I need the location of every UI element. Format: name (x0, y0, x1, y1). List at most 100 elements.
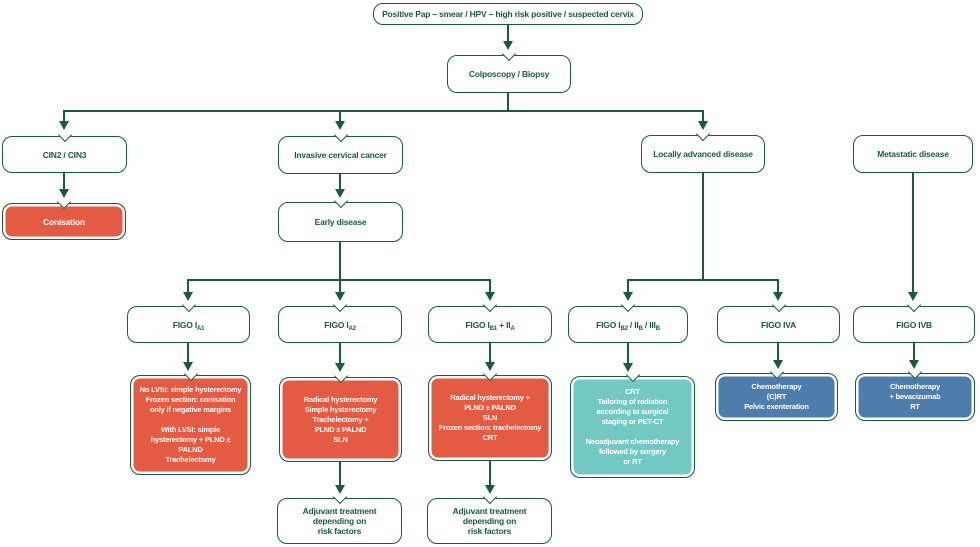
node-label: No LVSI: simple hysterectomy Frozen sect… (139, 385, 242, 464)
node-label: Invasive cervical cancer (294, 150, 387, 160)
node-label: FIGO IVB (896, 319, 932, 330)
flow-line (777, 279, 779, 293)
flow-line (187, 279, 189, 293)
node-label: Adjuvant treatment depending on risk fac… (302, 506, 377, 536)
label-subscript: B (638, 325, 643, 332)
node-figo-ivb: FIGO IVB (853, 297, 975, 343)
node-figo-ia2: FIGO IA2 (278, 297, 402, 343)
flow-line (339, 279, 341, 293)
arrow-down-icon (485, 485, 495, 494)
node-label: CIN2 / CIN3 (42, 149, 87, 160)
node-positive-pap: Positive Pap – smear / HPV – high risk p… (373, 3, 643, 25)
node-label: Colposcopy / Biopsy (468, 69, 550, 79)
node-cin2-cin3: CIN2 / CIN3 (2, 127, 127, 173)
flow-line (702, 173, 704, 281)
arrow-down-icon (335, 485, 345, 494)
node-figo-ib2-iib-iiib: FIGO IB2 / IIB / IIIB (568, 297, 688, 343)
arrow-down-icon (59, 121, 69, 130)
flow-line (339, 110, 341, 122)
node-label: Chemotherapy (C)RT Pelvic exenteration (744, 382, 809, 411)
notch (333, 127, 348, 143)
label-subscript: A2 (348, 325, 356, 332)
node-treatment-ia2: Radical hysterectomy Simple hysterectomy… (279, 368, 402, 462)
arrow-down-icon (59, 189, 69, 198)
flow-line (339, 174, 341, 190)
node-metastatic-disease: Metastatic disease (853, 135, 973, 173)
label-subscript: B1 (489, 325, 498, 332)
node-figo-iva: FIGO IVA (717, 297, 840, 343)
node-invasive-cervical-cancer: Invasive cervical cancer (278, 127, 403, 174)
flow-line (339, 462, 341, 486)
label-part: + II (497, 319, 511, 330)
node-label: Adjuvant treatment depending on risk fac… (452, 506, 527, 536)
node-label: Radical hysterectomy + PLND ± PALND SLN … (438, 393, 542, 442)
flow-line (187, 343, 189, 363)
node-treatment-crt: CRT Tailoring of radiation according to … (570, 367, 695, 478)
node-locally-advanced-disease: Locally advanced disease (641, 126, 765, 173)
arrow-down-icon (908, 292, 918, 301)
node-treatment-ia1: No LVSI: simple hysterectomy Frozen sect… (130, 366, 251, 475)
flow-line (627, 279, 629, 293)
node-conisation: Conisation (2, 194, 126, 240)
arrow-down-icon (335, 121, 345, 130)
label-subscript: A (510, 325, 515, 332)
node-colposcopy-biopsy: Colposcopy / Biopsy (447, 46, 571, 93)
arrow-down-icon (335, 189, 345, 198)
arrow-down-icon (773, 292, 783, 301)
flow-line (627, 343, 629, 364)
flow-line (507, 93, 509, 111)
label-subscript: B2 (620, 325, 628, 332)
arrow-down-icon (335, 363, 345, 372)
flow-line (489, 461, 491, 486)
notch (57, 127, 72, 143)
arrow-down-icon (909, 360, 919, 369)
arrow-down-icon (183, 292, 193, 301)
node-treatment-ib1-iia: Radical hysterectomy + PLND ± PALND SLN … (428, 366, 552, 461)
node-label: FIGO IB1 + IIA (462, 318, 517, 332)
label-part: FIGO I (465, 319, 490, 330)
arrow-down-icon (335, 292, 345, 301)
arrow-down-icon (698, 121, 708, 130)
node-treatment-iva: Chemotherapy (C)RT Pelvic exenteration (715, 364, 838, 421)
node-treatment-ivb: Chemotherapy + bevacizumab RT (855, 364, 975, 421)
node-early-disease: Early disease (278, 193, 403, 242)
arrow-down-icon (623, 363, 633, 372)
flow-line (63, 110, 65, 122)
label-subscript: B (655, 325, 660, 332)
node-label: FIGO IVA (760, 319, 797, 330)
node-label: CRT Tailoring of radiation according to … (585, 387, 680, 466)
label-part: FIGO I (596, 319, 621, 330)
arrow-down-icon (623, 292, 633, 301)
arrow-down-icon (503, 41, 513, 50)
arrow-down-icon (773, 360, 783, 369)
flow-line (63, 110, 704, 112)
flow-line (489, 279, 491, 293)
node-figo-ib1-iia: FIGO IB1 + IIA (428, 297, 552, 343)
flow-line (913, 343, 915, 361)
node-label: Positive Pap – smear / HPV – high risk p… (382, 9, 634, 19)
label-part: / II (627, 319, 639, 330)
node-label: Conisation (43, 216, 85, 227)
node-figo-ia1: FIGO IA1 (127, 297, 250, 343)
flow-line (628, 279, 779, 281)
arrow-down-icon (485, 362, 495, 371)
flow-line (339, 242, 341, 281)
arrow-down-icon (485, 292, 495, 301)
flow-line (339, 343, 341, 364)
node-label: FIGO IA2 (321, 318, 359, 332)
flow-line (702, 110, 704, 122)
arrow-down-icon (183, 362, 193, 371)
flow-line (912, 173, 914, 293)
node-adjuvant-treatment-2: Adjuvant treatment depending on risk fac… (427, 489, 552, 544)
flow-line (507, 24, 509, 42)
flow-line (777, 343, 779, 361)
node-label: Chemotherapy + bevacizumab RT (889, 382, 941, 411)
node-label: FIGO IB2 / IIB / IIIB (593, 318, 663, 332)
label-part: FIGO I (324, 319, 349, 330)
node-label: FIGO IA1 (170, 318, 208, 332)
flow-line (489, 343, 491, 363)
node-label: Locally advanced disease (653, 149, 753, 159)
node-label: Early disease (314, 217, 367, 227)
node-label: Radical hysterectomy Simple hysterectomy… (303, 394, 378, 444)
